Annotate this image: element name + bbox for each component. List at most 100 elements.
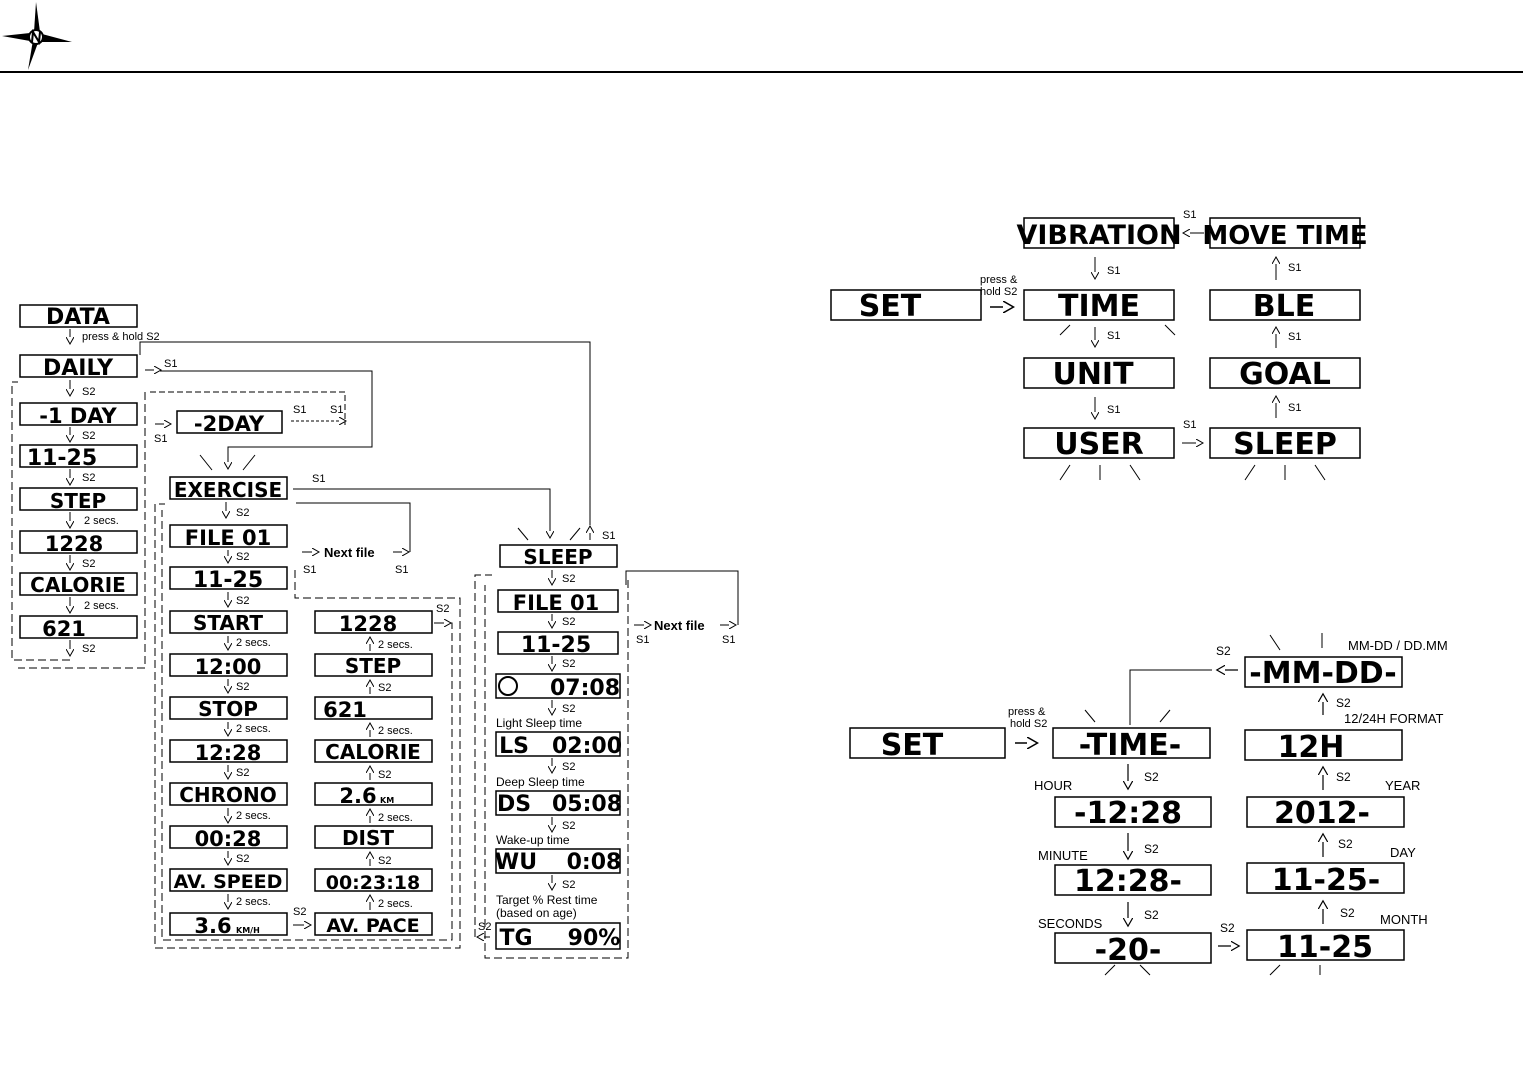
daily-box: DAILY <box>43 356 114 381</box>
calorie-value-box-1: 621 <box>42 617 86 641</box>
hour-box: -12:28 <box>1074 796 1182 831</box>
svg-text:MONTH: MONTH <box>1380 912 1428 927</box>
svg-text:S2: S2 <box>562 761 575 773</box>
svg-text:S2: S2 <box>82 558 95 570</box>
svg-text:2 secs.: 2 secs. <box>236 810 271 822</box>
chrono-box: CHRONO <box>179 783 277 807</box>
sleeping-face-icon <box>498 676 518 696</box>
format-box: 12H <box>1278 730 1345 765</box>
svg-text:S2: S2 <box>1216 644 1231 658</box>
svg-text:S2: S2 <box>1336 696 1351 710</box>
pace-value-box: 00:23:18 <box>326 872 421 894</box>
day-box: 11-25- <box>1272 863 1380 898</box>
header-rule <box>0 71 1523 73</box>
move-time-box: MOVE TIME <box>1202 221 1367 251</box>
svg-text:hold S2: hold S2 <box>980 286 1017 298</box>
svg-text:S2: S2 <box>1220 921 1235 935</box>
ds-label: DS <box>497 792 531 817</box>
calorie-value-box-2: 621 <box>323 698 367 722</box>
svg-text:2 secs.: 2 secs. <box>84 600 119 612</box>
svg-text:S2: S2 <box>236 681 249 693</box>
ble-box: BLE <box>1253 289 1315 324</box>
svg-text:KM/H: KM/H <box>236 926 260 935</box>
svg-text:S2: S2 <box>82 386 95 398</box>
svg-text:2 secs.: 2 secs. <box>236 723 271 735</box>
ls-label: LS <box>499 734 529 759</box>
svg-text:S2: S2 <box>562 573 575 585</box>
wu-label: WU <box>495 850 537 875</box>
svg-text:S2: S2 <box>82 643 95 655</box>
dist-value-box: 2.6 <box>339 784 376 808</box>
set-box-1: SET <box>859 289 922 324</box>
svg-text:S2: S2 <box>562 703 575 715</box>
svg-text:S1: S1 <box>293 404 306 416</box>
svg-text:hold S2: hold S2 <box>1010 718 1047 730</box>
sleep-setting-box: SLEEP <box>1233 427 1337 462</box>
svg-text:SECONDS: SECONDS <box>1038 916 1103 931</box>
svg-text:press &: press & <box>1008 706 1046 718</box>
svg-text:S1: S1 <box>395 564 408 576</box>
seconds-box: -20- <box>1095 933 1162 968</box>
wu-value: 0:08 <box>567 850 622 875</box>
compass-logo-icon <box>2 2 72 70</box>
svg-text:S2: S2 <box>236 767 249 779</box>
svg-text:S2: S2 <box>82 472 95 484</box>
svg-text:Next file: Next file <box>654 618 705 633</box>
month-box: 11-25 <box>1277 930 1373 965</box>
svg-text:MINUTE: MINUTE <box>1038 848 1088 863</box>
step-box-2: STEP <box>345 654 401 678</box>
svg-text:DAY: DAY <box>1390 845 1416 860</box>
calorie-box-1: CALORIE <box>30 573 126 597</box>
ds-value: 05:08 <box>552 792 622 817</box>
minus1day-box: -1 DAY <box>39 404 117 428</box>
svg-text:S1: S1 <box>1288 262 1301 274</box>
minus2day-box: -2DAY <box>194 412 265 436</box>
svg-text:2 secs.: 2 secs. <box>378 812 413 824</box>
svg-text:MM-DD / DD.MM: MM-DD / DD.MM <box>1348 638 1448 653</box>
svg-text:press & hold S2: press & hold S2 <box>82 331 160 343</box>
svg-text:2 secs.: 2 secs. <box>236 637 271 649</box>
svg-text:2 secs.: 2 secs. <box>378 639 413 651</box>
start-time-box: 12:00 <box>195 655 262 679</box>
flash-ticks <box>199 324 1326 976</box>
svg-text:S2: S2 <box>1144 770 1159 784</box>
svg-text:S1: S1 <box>312 473 325 485</box>
svg-text:S2: S2 <box>293 906 306 918</box>
svg-text:(based on age): (based on age) <box>496 906 577 920</box>
svg-text:2 secs.: 2 secs. <box>378 898 413 910</box>
svg-text:S2: S2 <box>378 855 391 867</box>
svg-text:S1: S1 <box>1183 419 1196 431</box>
goal-box: GOAL <box>1239 357 1331 392</box>
svg-text:S2: S2 <box>1338 837 1353 851</box>
user-box: USER <box>1054 427 1144 462</box>
svg-text:Next file: Next file <box>324 545 375 560</box>
calorie-box-2: CALORIE <box>325 740 421 764</box>
svg-text:S2: S2 <box>562 616 575 628</box>
svg-text:2 secs.: 2 secs. <box>84 515 119 527</box>
svg-text:S1: S1 <box>303 564 316 576</box>
exercise-file01-box: FILE 01 <box>185 526 271 550</box>
chrono-value-box: 00:28 <box>195 827 262 851</box>
svg-text:Deep Sleep time: Deep Sleep time <box>496 775 585 789</box>
date-box-1: 11-25 <box>27 446 97 471</box>
time-box: -TIME- <box>1079 728 1181 763</box>
vibration-box: VIBRATION <box>1016 220 1181 251</box>
svg-text:2 secs.: 2 secs. <box>378 725 413 737</box>
svg-text:S2: S2 <box>82 430 95 442</box>
data-menu: DATA press & hold S2 DAILY -1 DAY 11-25 … <box>11 304 591 949</box>
svg-text:S2: S2 <box>562 879 575 891</box>
sleep-total-box: 07:08 <box>550 676 620 701</box>
svg-text:S1: S1 <box>1107 265 1120 277</box>
svg-text:S1: S1 <box>154 433 167 445</box>
exercise-box: EXERCISE <box>174 478 282 502</box>
sleep-box: SLEEP <box>523 545 592 569</box>
svg-text:S1: S1 <box>602 530 615 542</box>
time-setting: SET press & hold S2 -TIME- HOUR -12:28 M… <box>849 638 1448 968</box>
svg-text:KM: KM <box>380 796 394 805</box>
svg-text:S2: S2 <box>1144 842 1159 856</box>
data-box: DATA <box>46 305 110 330</box>
svg-text:YEAR: YEAR <box>1385 778 1420 793</box>
svg-text:Target % Rest time: Target % Rest time <box>496 893 598 907</box>
svg-text:12/24H FORMAT: 12/24H FORMAT <box>1344 711 1444 726</box>
